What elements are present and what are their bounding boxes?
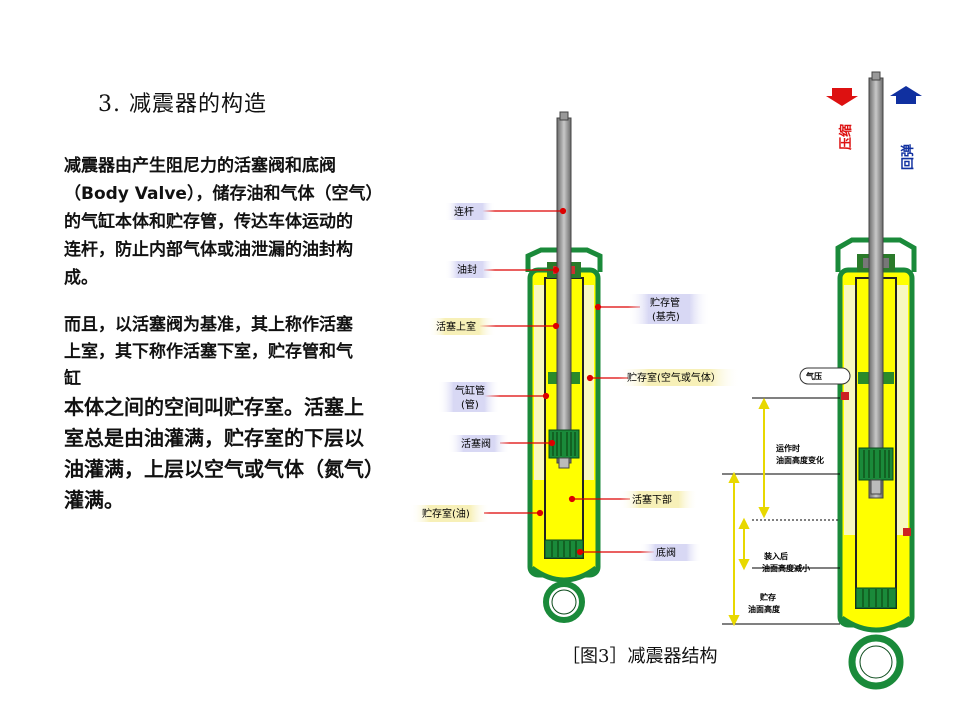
label-oil-seal: 油封 <box>457 263 477 276</box>
text-line: 减震器由产生阻尼力的活塞阀和底阀 <box>64 156 336 176</box>
left-shock-absorber <box>525 111 603 623</box>
figure-caption: ［图3］减震器结构 <box>562 646 718 667</box>
label-compress: 压缩 <box>838 124 854 150</box>
label-reservoir-level: 油面高度 <box>748 604 781 614</box>
label-operating: 运作时 <box>776 443 800 453</box>
right-mounting-eye <box>848 634 904 690</box>
left-labels: 连杆 油封 贮存管 (基壳) 活塞上室 贮存室(空气或气体） 气缸管 (管) 活… <box>410 203 740 561</box>
label-rod: 连杆 <box>454 205 474 218</box>
right-dimension-labels: 运作时 油面高度变化 装入后 油面高度减小 贮存 油面高度 <box>748 443 824 614</box>
oil-level-arrows <box>728 397 770 627</box>
gas-pressure-callout <box>799 367 851 385</box>
label-base-valve: 底阀 <box>656 546 676 559</box>
label-cylinder-sub: (管) <box>461 398 479 411</box>
oil-level-dimensions <box>722 397 840 625</box>
text-line: 的气缸本体和贮存管，传达车体运动的 <box>64 212 353 232</box>
paragraph-chambers: 而且，以活塞阀为基准，其上称作活塞 上室，其下称作活塞下室，贮存管和气 缸 <box>64 312 449 393</box>
text-line: 成。 <box>64 268 98 288</box>
text-line: （Body Valve），储存油和气体（空气） <box>64 184 383 204</box>
paragraph-reservoir: 本体之间的空间叫贮存室。活塞上 室总是由油灌满，贮存室的下层以 油灌满，上层以空… <box>64 392 444 516</box>
rebound-arrow-icon <box>890 86 922 104</box>
label-rebound: 回弹 <box>900 144 916 170</box>
label-gas-pressure: 气压 <box>805 371 822 381</box>
reservoir-gas-right <box>583 285 594 480</box>
label-piston-valve: 活塞阀 <box>461 437 491 450</box>
text-line: 而且，以活塞阀为基准，其上称作活塞 <box>64 315 353 335</box>
right-shock-absorber: 压缩 回弹 <box>799 71 922 690</box>
label-reservoir-tube: 贮存管 <box>650 296 680 309</box>
text-line: 灌满。 <box>64 488 124 512</box>
reservoir-gas-left <box>534 285 545 480</box>
label-lower-chamber: 活塞下部 <box>632 493 672 506</box>
text-line: 连杆，防止内部气体或油泄漏的油封构 <box>64 240 353 260</box>
compress-arrow-icon <box>826 88 858 106</box>
label-reservoir-oil: 贮存室(油) <box>422 507 470 520</box>
label-reservoir: 贮存 <box>759 592 776 602</box>
label-upper-chamber: 活塞上室 <box>436 320 476 333</box>
label-after-fill: 装入后 <box>763 551 788 561</box>
text-line: 上室，其下称作活塞下室，贮存管和气 <box>64 342 353 362</box>
paragraph-structure: 减震器由产生阻尼力的活塞阀和底阀 （Body Valve），储存油和气体（空气）… <box>64 152 449 292</box>
piston-rod <box>556 117 572 464</box>
slide-title: 3. 减震器的构造 <box>98 92 267 117</box>
label-reservoir-gas: 贮存室(空气或气体） <box>627 371 721 384</box>
label-after-fill-reduce: 油面高度减小 <box>762 563 810 573</box>
text-line: 室总是由油灌满，贮存室的下层以 <box>64 426 364 450</box>
text-line: 缸 <box>64 369 81 389</box>
right-piston-rod <box>868 77 884 499</box>
label-cylinder: 气缸管 <box>455 384 485 397</box>
text-line: 本体之间的空间叫贮存室。活塞上 <box>64 395 364 419</box>
mounting-eye <box>543 581 585 623</box>
label-operating-change: 油面高度变化 <box>776 455 824 465</box>
text-line: 油灌满，上层以空气或气体（氮气） <box>64 457 384 481</box>
label-reservoir-tube-sub: (基壳) <box>652 310 680 323</box>
right-piston-valve <box>858 447 894 481</box>
